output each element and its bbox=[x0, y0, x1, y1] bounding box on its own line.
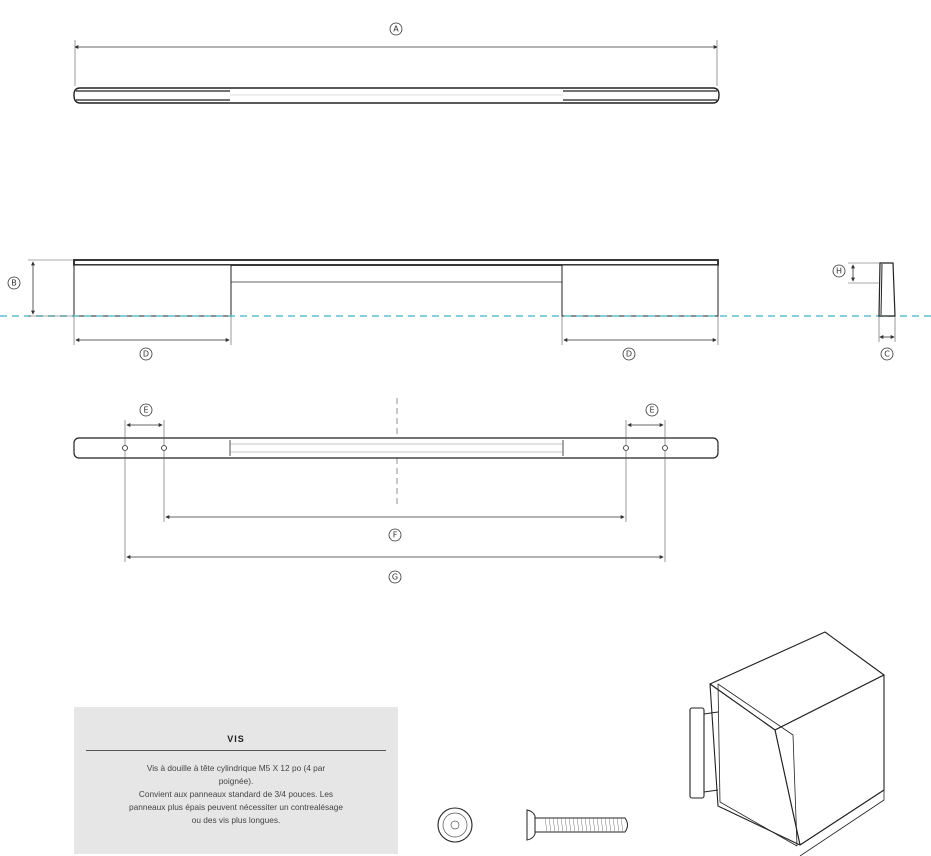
label-d-left: D bbox=[139, 347, 153, 361]
top-view: A bbox=[73, 22, 720, 104]
screw-panel-text: Vis à douille à tête cylindrique M5 X 12… bbox=[88, 762, 384, 827]
svg-text:E: E bbox=[649, 406, 654, 415]
handle-right-post bbox=[561, 264, 719, 317]
mounting-hole bbox=[161, 445, 167, 451]
screw-text-line: poignée). bbox=[218, 776, 254, 786]
label-f: F bbox=[388, 528, 402, 542]
label-e-right: E bbox=[645, 403, 659, 417]
handle-front-bar bbox=[73, 259, 719, 266]
appliance-illustration bbox=[689, 631, 885, 856]
svg-text:D: D bbox=[626, 350, 632, 359]
screw-side-icon bbox=[526, 809, 628, 841]
label-e-left: E bbox=[139, 403, 153, 417]
svg-text:B: B bbox=[11, 279, 17, 288]
mounting-hole bbox=[623, 445, 629, 451]
screw-head-icon bbox=[437, 807, 473, 843]
svg-text:F: F bbox=[393, 531, 398, 540]
handle-left-post bbox=[73, 264, 232, 317]
svg-text:A: A bbox=[393, 25, 399, 34]
svg-text:D: D bbox=[143, 350, 149, 359]
label-b: B bbox=[7, 276, 21, 290]
panel-divider bbox=[86, 750, 386, 751]
label-h: H bbox=[832, 264, 846, 278]
label-a: A bbox=[389, 22, 403, 36]
svg-text:H: H bbox=[836, 267, 842, 276]
handle-bottom-view bbox=[73, 437, 719, 459]
mounting-hole bbox=[662, 445, 668, 451]
screw-text-line: ou des vis plus longues. bbox=[191, 815, 281, 825]
svg-text:E: E bbox=[143, 406, 148, 415]
front-view: B D D bbox=[0, 259, 931, 361]
svg-text:C: C bbox=[884, 350, 890, 359]
screw-panel-title: VIS bbox=[227, 734, 245, 744]
label-g: G bbox=[388, 570, 402, 584]
screw-info-panel: VIS Vis à douille à tête cylindrique M5 … bbox=[74, 707, 398, 854]
label-d-right: D bbox=[622, 347, 636, 361]
bottom-view: E E F G bbox=[73, 398, 719, 584]
mounting-hole bbox=[122, 445, 128, 451]
label-c: C bbox=[880, 347, 894, 361]
screw-text-line: Convient aux panneaux standard de 3/4 po… bbox=[138, 789, 334, 799]
handle-top-view bbox=[73, 87, 720, 104]
screw-text-line: Vis à douille à tête cylindrique M5 X 12… bbox=[146, 763, 326, 773]
side-view: H C bbox=[832, 262, 896, 361]
screw-text-line: panneaux plus épais peuvent nécessiter u… bbox=[128, 802, 344, 812]
svg-text:G: G bbox=[392, 573, 398, 582]
